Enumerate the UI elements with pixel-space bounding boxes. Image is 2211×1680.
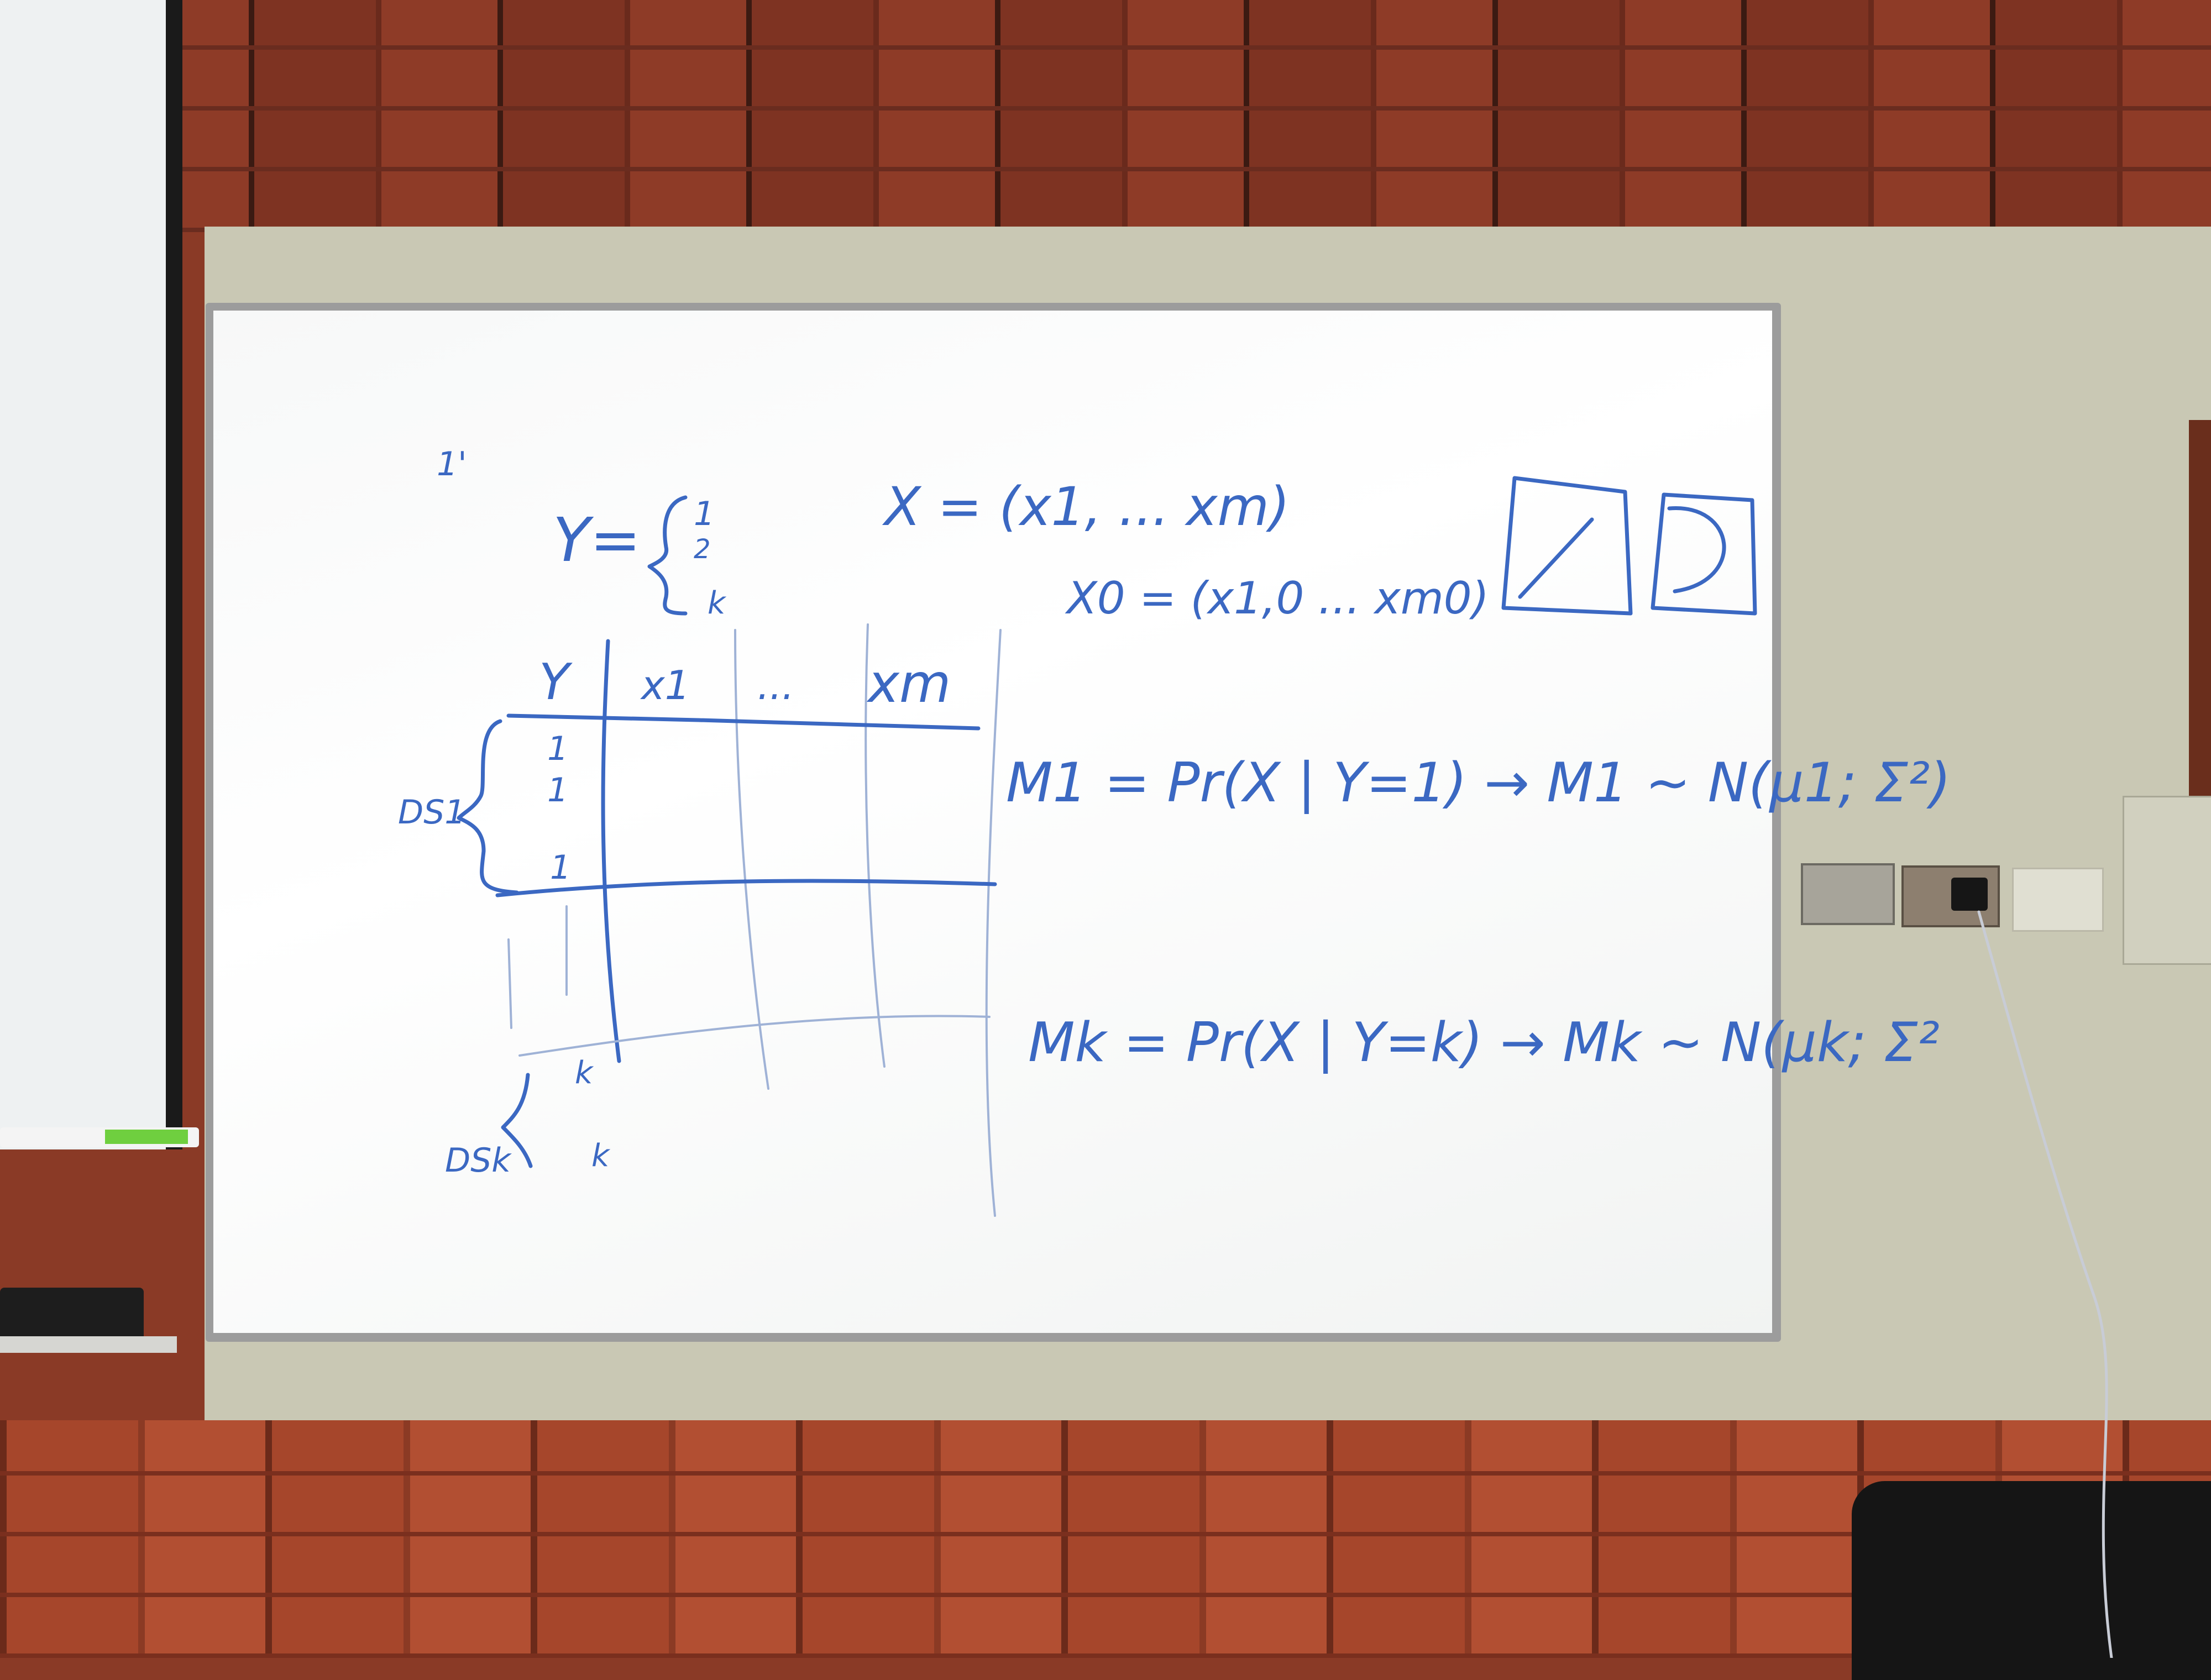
screen-label-tag <box>105 1130 188 1144</box>
table-header-rule <box>506 713 981 731</box>
wall-box <box>2123 796 2211 965</box>
y-val-1: 1 <box>694 495 715 533</box>
x-def-line1: X = (x1, ... xm) <box>882 476 1290 538</box>
table-y-top-1: 1 <box>547 729 568 768</box>
eraser-icon[interactable] <box>0 1288 144 1343</box>
brick-wall-bottom <box>0 1420 2211 1658</box>
y-def-lhs: Y= <box>553 505 641 575</box>
table-header-dots: ... <box>757 663 794 708</box>
sketch-box-2 <box>1651 492 1757 616</box>
table-col-line-4 <box>985 629 1002 1217</box>
table-row-rule-2 <box>518 1015 991 1057</box>
brace-dsk <box>501 1073 533 1168</box>
table-y-top-3: 1 <box>550 848 571 887</box>
marker-tray <box>0 1336 177 1353</box>
table-y-top-2: 1 <box>547 771 568 810</box>
table-y-bottom-2: k <box>591 1138 611 1174</box>
wall-plate <box>2012 868 2104 932</box>
y-val-k: k <box>708 585 727 621</box>
whiteboard <box>213 311 1772 1333</box>
brace-ds1-label: DS1 <box>398 793 465 832</box>
table-col-line-3 <box>865 623 886 1068</box>
phone-charger[interactable] <box>1951 878 1988 911</box>
sketch-line <box>1518 517 1594 599</box>
equation-mk: Mk = Pr(X | Y=k) → Mk ∼ N(μk; Σ² <box>1028 1011 1940 1074</box>
chair <box>1852 1481 2211 1680</box>
table-y-bottom-1: k <box>575 1055 594 1091</box>
sketch-curve <box>1667 506 1726 594</box>
power-socket-1 <box>1801 863 1895 925</box>
equation-m1: M1 = Pr(X | Y=1) → M1 ∼ N(μ1; Σ²) <box>1006 752 1951 815</box>
table-y-dots-2 <box>507 938 512 1029</box>
brace-ds1 <box>457 719 519 895</box>
projector-screen <box>0 0 182 1149</box>
table-row-rule-1 <box>495 879 997 897</box>
y-val-2: 2 <box>694 534 711 565</box>
brace-dsk-label: DSk <box>445 1141 512 1180</box>
brick-wall-top <box>0 0 2211 232</box>
sketch-box-1 <box>1501 476 1633 616</box>
y-def-brace <box>647 495 688 616</box>
table-header-xm: xm <box>866 653 951 715</box>
charger-cable <box>1977 910 2113 1658</box>
table-header-y: Y <box>539 653 573 711</box>
table-header-x1: x1 <box>640 662 690 708</box>
table-col-line-1 <box>601 639 621 1063</box>
board-mark-1: 1' <box>437 445 467 484</box>
table-col-line-2 <box>734 629 769 1090</box>
x-def-line2: X0 = (x1,0 ... xm0) <box>1065 573 1489 624</box>
